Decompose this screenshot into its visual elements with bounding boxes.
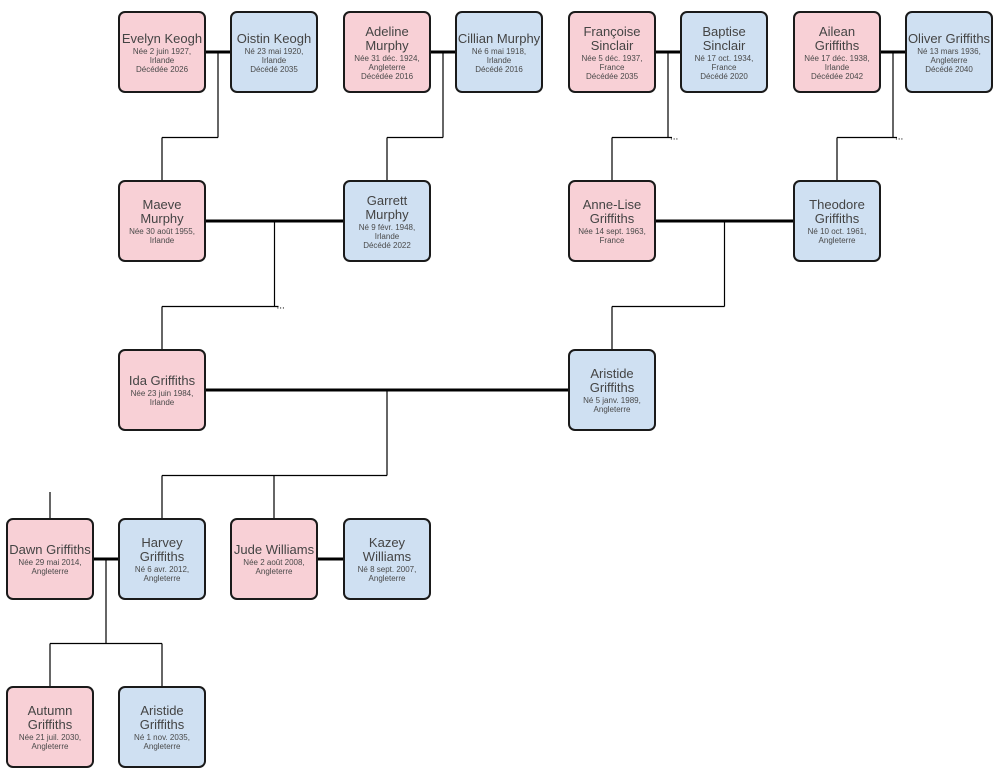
person-info-line: Né 5 janv. 1989, xyxy=(583,396,641,405)
person-info-line: Décédé 2040 xyxy=(925,65,973,74)
person-info-line: Née 29 mai 2014, xyxy=(18,558,82,567)
person-info-line: Irlande xyxy=(824,63,850,72)
person-info-line: Décédée 2042 xyxy=(810,72,864,81)
person-info-line: Décédée 2016 xyxy=(360,72,414,81)
person-info-line: Angleterre xyxy=(593,405,631,414)
person-info-line: Née 23 juin 1984, xyxy=(130,389,194,398)
person-name: Kazey Williams xyxy=(362,535,412,564)
person-info-line: Angleterre xyxy=(31,742,69,751)
person-info-line: Décédée 2026 xyxy=(135,65,189,74)
person-info-line: Née 21 juil. 2030, xyxy=(18,733,82,742)
person-info-line: Décédé 2016 xyxy=(475,65,523,74)
person-info-line: Né 8 sept. 2007, xyxy=(357,565,417,574)
person-info-line: Née 30 août 1955, xyxy=(129,227,195,236)
person-info-line: Irlande xyxy=(149,398,175,407)
person-name: Oistin Keogh xyxy=(236,31,312,46)
person-name: Jude Williams xyxy=(233,542,315,557)
person-name: Garrett Murphy xyxy=(365,193,409,222)
person-info-line: Née 14 sept. 1963, xyxy=(578,227,646,236)
person-info-line: Né 10 oct. 1961, xyxy=(807,227,867,236)
person-info-line: Né 6 mai 1918, xyxy=(471,47,527,56)
person-info-line: Décédée 2035 xyxy=(585,72,639,81)
person-info-line: France xyxy=(599,63,625,72)
person-name: Ida Griffiths xyxy=(128,373,196,388)
person-name: Cillian Murphy xyxy=(457,31,541,46)
person-info-line: Angleterre xyxy=(818,236,856,245)
person-info-line: Né 1 nov. 2035, xyxy=(134,733,190,742)
person-info-line: France xyxy=(711,63,737,72)
person-info-line: Née 2 juin 1927, xyxy=(132,47,192,56)
person-info-line: Né 13 mars 1936, xyxy=(917,47,981,56)
person-info-line: Angleterre xyxy=(143,742,181,751)
person-info-line: Décédé 2022 xyxy=(363,241,411,250)
person-info-line: Irlande xyxy=(149,236,175,245)
more-children-marker: ... xyxy=(277,301,285,312)
person-info-line: Née 2 août 2008, xyxy=(243,558,305,567)
person-info-line: Angleterre xyxy=(31,567,69,576)
person-info-line: Irlande xyxy=(149,56,175,65)
person-name: Baptise Sinclair xyxy=(702,24,746,53)
person-info-line: Décédé 2020 xyxy=(700,72,748,81)
person-info-line: Angleterre xyxy=(255,567,293,576)
person-name: Aristide Griffiths xyxy=(139,703,185,732)
person-info-line: Né 23 mai 1920, xyxy=(244,47,304,56)
person-name: Autumn Griffiths xyxy=(27,703,73,732)
person-info-line: Né 6 avr. 2012, xyxy=(134,565,190,574)
person-info-line: Irlande xyxy=(486,56,512,65)
person-info-line: Angleterre xyxy=(143,574,181,583)
person-name: Oliver Griffiths xyxy=(907,31,991,46)
person-info-line: Irlande xyxy=(261,56,287,65)
more-children-marker: ... xyxy=(670,132,678,143)
person-name: Françoise Sinclair xyxy=(583,24,641,53)
person-name: Maeve Murphy xyxy=(140,197,184,226)
person-info-line: Angleterre xyxy=(930,56,968,65)
person-info-line: Né 17 oct. 1934, xyxy=(694,54,754,63)
person-name: Evelyn Keogh xyxy=(121,31,203,46)
more-children-marker: ... xyxy=(895,132,903,143)
person-info-line: Née 5 déc. 1937, xyxy=(581,54,643,63)
person-name: Ailean Griffiths xyxy=(814,24,860,53)
person-info-line: Angleterre xyxy=(368,574,406,583)
person-name: Theodore Griffiths xyxy=(809,197,865,226)
person-info-line: Irlande xyxy=(374,232,400,241)
person-info-line: Née 31 déc. 1924, xyxy=(354,54,420,63)
person-name: Aristide Griffiths xyxy=(589,366,635,395)
person-info-line: Né 9 févr. 1948, xyxy=(358,223,416,232)
person-name: Dawn Griffiths xyxy=(9,542,91,557)
person-info-line: Angleterre xyxy=(368,63,406,72)
person-name: Adeline Murphy xyxy=(365,24,409,53)
person-info-line: France xyxy=(599,236,625,245)
person-info-line: Née 17 déc. 1938, xyxy=(804,54,870,63)
person-name: Anne-Lise Griffiths xyxy=(582,197,642,226)
person-info-line: Décédé 2035 xyxy=(250,65,298,74)
person-name: Harvey Griffiths xyxy=(139,535,185,564)
